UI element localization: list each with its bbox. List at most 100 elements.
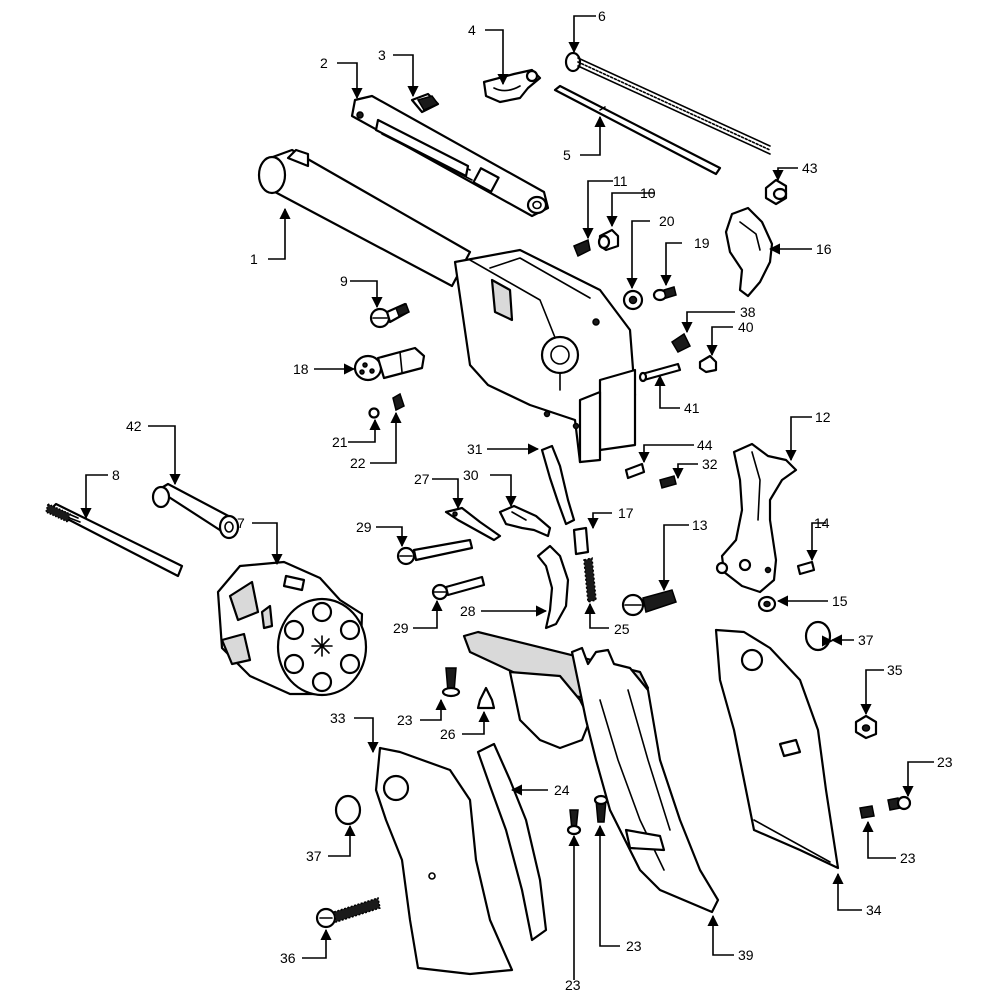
part-9-screw [369,302,410,329]
callout-39: 39 [738,947,754,963]
callout-15: 15 [832,593,848,609]
callout-44: 44 [697,437,713,453]
callout-26: 26 [440,726,456,742]
part-28-trigger [536,544,570,630]
part-37-medallion-left [334,794,362,826]
callout-21: 21 [332,434,348,450]
callout-7: 7 [237,515,245,531]
part-33-left-grip-panel [374,746,514,976]
part-35-nut [854,714,878,740]
part-26-screw [476,686,496,710]
callout-25: 25 [614,621,630,637]
part-1-barrel-and-frame [257,148,637,464]
callout-37b: 37 [858,632,874,648]
part-27-bolt-spring [444,506,502,542]
callout-29a: 29 [356,519,372,535]
part-17-pin [572,526,590,556]
callout-11: 11 [613,173,628,189]
part-5-rod [553,84,722,176]
part-8-cylinder-pin [45,502,184,578]
part-44-pin [624,462,646,480]
part-23-screw-upper-left [441,667,461,698]
part-21-ball [368,407,380,419]
callout-23d: 23 [900,850,916,866]
part-12-hammer-strut-plate [715,442,798,594]
callout-29b: 29 [393,620,409,636]
callout-33: 33 [330,710,346,726]
callout-23b: 23 [565,977,581,993]
part-29-screw-lower [431,575,486,601]
part-2-ejector-rod-housing [350,94,550,218]
callout-numbers: 1 2 3 4 5 6 7 8 9 10 11 12 13 14 15 16 1… [112,8,953,993]
callout-23c: 23 [626,938,642,954]
callout-32: 32 [702,456,718,472]
part-30-bolt [498,504,552,538]
callout-1: 1 [250,251,258,267]
callout-19: 19 [694,235,710,251]
part-39-grip-frame [462,630,720,914]
part-23-screw-bottom-b [593,794,609,823]
callout-23a: 23 [397,712,413,728]
callout-36: 36 [280,950,296,966]
callout-38: 38 [740,304,756,320]
part-41-pin [638,362,682,383]
part-23-screw-right-b [887,795,912,811]
part-29-screw-upper [396,538,474,566]
part-43-bushing [764,178,788,206]
part-10-bushing [597,228,620,252]
callout-37a: 37 [306,848,322,864]
part-31-pawl [540,444,576,526]
callout-22: 22 [350,455,366,471]
callout-13: 13 [692,517,708,533]
callout-8: 8 [112,467,120,483]
callout-18: 18 [293,361,309,377]
callout-17: 17 [618,505,634,521]
part-13-screw [621,589,677,617]
callout-4: 4 [468,22,476,38]
callout-2: 2 [320,55,328,71]
part-4-gate [482,68,542,104]
part-14-pin [796,560,816,576]
callout-5: 5 [563,147,571,163]
part-34-right-grip-panel [714,628,840,870]
part-18-base-pin [353,346,426,382]
part-23-screw-bottom-a [566,809,582,836]
part-22-spring [392,392,405,412]
leader-lines [80,15,934,980]
callout-42: 42 [126,418,142,434]
callout-20: 20 [659,213,675,229]
callout-6: 6 [598,8,606,24]
callout-9: 9 [340,273,348,289]
part-37-medallion-right [804,620,832,652]
part-23-screw-right-a [859,805,875,819]
part-19-screw [652,286,677,302]
callout-3: 3 [378,47,386,63]
callout-14: 14 [814,515,830,531]
part-25-spring [583,557,597,603]
callout-16: 16 [816,241,832,257]
part-38-spring [670,332,692,353]
callout-27: 27 [414,471,430,487]
callout-35: 35 [887,662,903,678]
part-20-washer [622,289,644,311]
callout-28: 28 [460,603,476,619]
callout-24: 24 [554,782,570,798]
part-42-ejector-tube [151,482,240,540]
callout-23e: 23 [937,754,953,770]
callout-10: 10 [640,185,656,201]
part-32-spring [659,475,677,489]
part-15-bushing [757,595,777,613]
callout-30: 30 [463,467,479,483]
callout-34: 34 [866,902,882,918]
callout-41: 41 [684,400,700,416]
part-3-latch [410,92,440,114]
callout-40: 40 [738,319,754,335]
part-40-plunger [698,354,718,374]
callout-31: 31 [467,441,483,457]
part-36-grip-screw [315,897,381,929]
part-24-grip-spacer [476,742,548,942]
part-7-cylinder [216,560,368,697]
part-16-hammer [724,206,774,298]
part-6-spring [564,51,771,155]
